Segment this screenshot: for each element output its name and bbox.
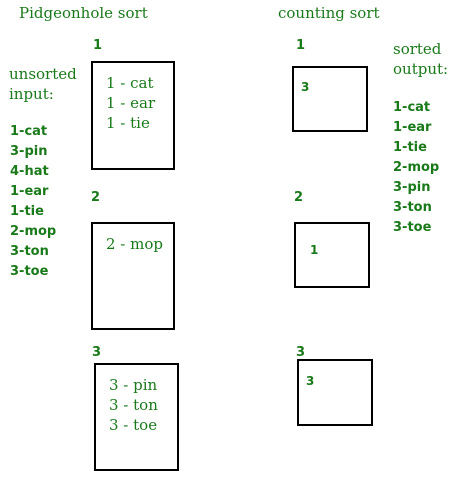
pigeonhole-entries: 3 - pin 3 - ton 3 - toe <box>109 375 158 435</box>
sorted-item: 1-tie <box>393 140 427 155</box>
count-box-3: 3 <box>297 359 373 426</box>
sorted-item: 1-cat <box>393 100 431 115</box>
pigeonhole-entries: 2 - mop <box>106 234 163 254</box>
unsorted-label-line1: unsorted <box>9 65 77 83</box>
sorted-item: 3-ton <box>393 200 432 215</box>
pigeonhole-entry: 1 - cat <box>106 74 154 92</box>
pigeonhole-entry: 1 - ear <box>106 94 156 112</box>
sorted-label-line2: output: <box>393 60 449 78</box>
unsorted-item: 1-tie <box>10 204 44 219</box>
count-box-2: 1 <box>294 222 370 288</box>
unsorted-label-line2: input: <box>9 85 54 103</box>
unsorted-item: 3-pin <box>10 144 48 159</box>
count-value: 3 <box>301 80 310 94</box>
unsorted-item: 3-ton <box>10 244 49 259</box>
pigeonhole-3: 3 - pin 3 - ton 3 - toe <box>94 363 179 471</box>
count-key-1: 1 <box>296 38 306 53</box>
unsorted-item: 4-hat <box>10 164 49 179</box>
sorted-label-line1: sorted <box>393 40 442 58</box>
pigeonhole-sort-title: Pidgeonhole sort <box>19 4 148 22</box>
unsorted-item: 1-cat <box>10 124 48 139</box>
count-box-1: 3 <box>292 66 368 132</box>
count-key-3: 3 <box>296 345 306 360</box>
sorted-list: 1-cat 1-ear 1-tie 2-mop 3-pin 3-ton 3-to… <box>393 98 439 238</box>
unsorted-list: 1-cat 3-pin 4-hat 1-ear 1-tie 2-mop 3-to… <box>10 122 56 282</box>
sorted-item: 3-toe <box>393 220 432 235</box>
sorted-item: 2-mop <box>393 160 440 175</box>
counting-sort-title: counting sort <box>278 4 380 22</box>
pigeonhole-entry: 3 - ton <box>109 396 158 414</box>
pigeonhole-key-1: 1 <box>93 38 103 53</box>
pigeonhole-entries: 1 - cat 1 - ear 1 - tie <box>106 73 155 133</box>
unsorted-item: 1-ear <box>10 184 49 199</box>
pigeonhole-entry: 1 - tie <box>106 114 150 132</box>
pigeonhole-entry: 3 - pin <box>109 376 158 394</box>
pigeonhole-key-2: 2 <box>91 190 101 205</box>
pigeonhole-1: 1 - cat 1 - ear 1 - tie <box>91 61 175 170</box>
pigeonhole-key-3: 3 <box>92 345 102 360</box>
unsorted-item: 2-mop <box>10 224 57 239</box>
count-value: 1 <box>310 243 319 257</box>
pigeonhole-2: 2 - mop <box>91 222 175 330</box>
unsorted-item: 3-toe <box>10 264 49 279</box>
pigeonhole-entry: 3 - toe <box>109 416 158 434</box>
count-value: 3 <box>306 374 315 388</box>
count-key-2: 2 <box>294 190 304 205</box>
sorted-item: 3-pin <box>393 180 431 195</box>
sorted-item: 1-ear <box>393 120 432 135</box>
pigeonhole-entry: 2 - mop <box>106 235 164 253</box>
